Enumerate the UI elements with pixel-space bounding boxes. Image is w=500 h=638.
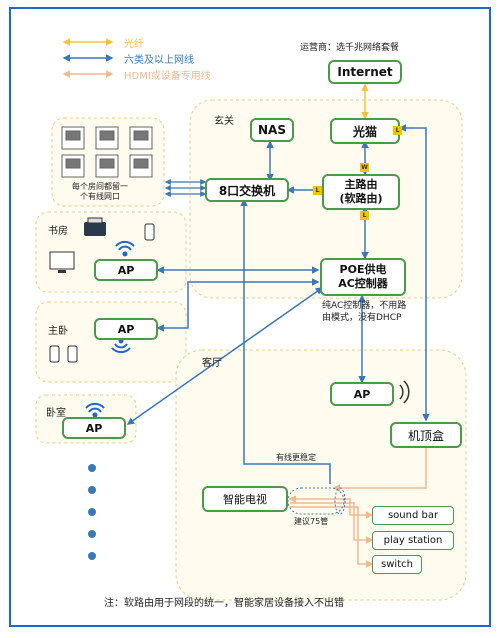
wifi-icon [85, 402, 105, 418]
main-router-node: 主路由 (软路由) [322, 174, 400, 210]
area-living-box [175, 349, 467, 601]
ap-bedroom-node: AP [62, 417, 126, 439]
legend-cat6-label: 六类及以上网线 [124, 55, 194, 66]
ethernet-port-icons [61, 126, 153, 178]
link-modem-stb [398, 124, 430, 422]
wifi-icon [399, 380, 410, 404]
area-study-label: 书房 [48, 226, 68, 237]
area-master-label: 主卧 [48, 326, 68, 337]
ap-master-node: AP [94, 318, 158, 340]
soundbar-node: sound bar [372, 506, 454, 525]
link-switch-tv [240, 198, 331, 484]
link-stb-tv [332, 446, 427, 492]
monitor-icon [49, 251, 75, 273]
port-tag-l-router-left: L [313, 186, 322, 195]
area-entry-label: 玄关 [214, 116, 234, 127]
smart-tv-node: 智能电视 [202, 486, 288, 512]
poe-note: 纯AC控制器，不用路 由模式，没有DHCP [322, 301, 407, 323]
printer-icon [84, 217, 106, 236]
legend-fiber-label: 光纤 [124, 39, 144, 50]
switch-8port-node: 8口交换机 [205, 178, 289, 202]
isp-note: 运营商：选千兆网络套餐 [300, 43, 400, 53]
port-tag-w: W [360, 163, 369, 172]
area-living-label: 客厅 [202, 358, 222, 369]
ap-living-node: AP [330, 382, 394, 406]
nintendo-switch-node: switch [372, 555, 422, 574]
internet-node: Internet [328, 60, 402, 84]
poe-ac-controller-node: POE供电 AC控制器 [320, 258, 406, 296]
area-bedroom-label: 卧室 [46, 408, 66, 419]
pipe-note: 建议75管 [294, 517, 329, 526]
playstation-node: play station [372, 531, 454, 550]
wifi-icon [115, 240, 135, 257]
area-master-box [35, 301, 187, 383]
legend-hdmi-label: HDMI或设备专用线 [124, 71, 211, 82]
ports-note: 每个房间都留一 个有线网口 [72, 182, 128, 201]
pipe-icon [287, 487, 345, 515]
modem-node: 光猫 [330, 118, 400, 144]
settop-box-node: 机顶盒 [390, 422, 462, 448]
ap-study-node: AP [94, 259, 158, 281]
phone-icon [49, 345, 78, 363]
nas-node: NAS [250, 118, 294, 142]
port-tag-l-modem: L [393, 126, 402, 135]
link-apbedroom-poe [126, 287, 324, 425]
footer-note: 注：软路由用于网段的统一，智能家居设备接入不出错 [104, 598, 344, 609]
wired-stable-note: 有线更稳定 [276, 453, 316, 462]
port-tag-l-router-bottom: L [360, 211, 369, 220]
phone-icon [144, 223, 155, 241]
more-rooms-dots [88, 464, 96, 560]
